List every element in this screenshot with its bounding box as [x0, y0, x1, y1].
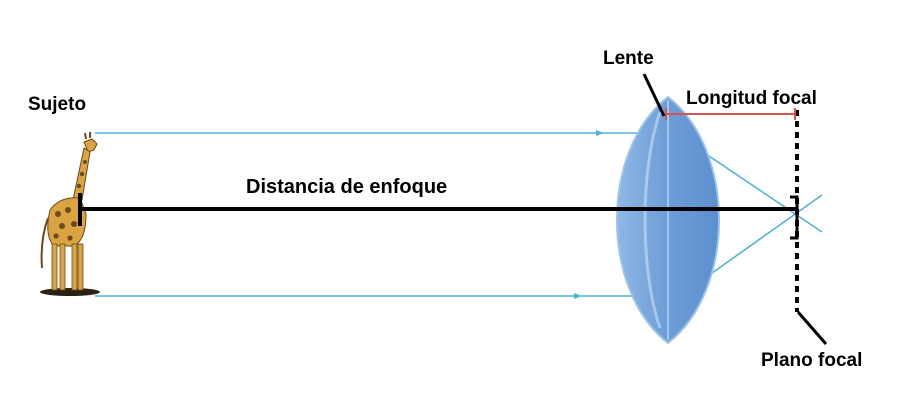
focal-plane-leader-line — [796, 311, 828, 345]
lens-label: Lente — [603, 48, 654, 69]
upper-refracted-ray — [699, 149, 823, 233]
focal-length-label: Longitud focal — [686, 88, 817, 109]
focal-plane-label: Plano focal — [761, 350, 862, 371]
upper-ray-arrow — [596, 130, 604, 136]
focus-distance-line — [78, 193, 797, 226]
lower-ray-arrow — [574, 293, 582, 299]
light-rays — [95, 130, 823, 299]
subject-label: Sujeto — [28, 94, 86, 115]
focus-distance-label: Distancia de enfoque — [246, 176, 447, 198]
lower-refracted-ray — [704, 194, 823, 279]
convex-lens-icon — [616, 95, 720, 345]
focal-length-marker — [665, 108, 796, 120]
lens-leader-line — [642, 73, 666, 117]
giraffe-icon — [40, 132, 100, 296]
focal-plane-bracket — [790, 195, 799, 240]
